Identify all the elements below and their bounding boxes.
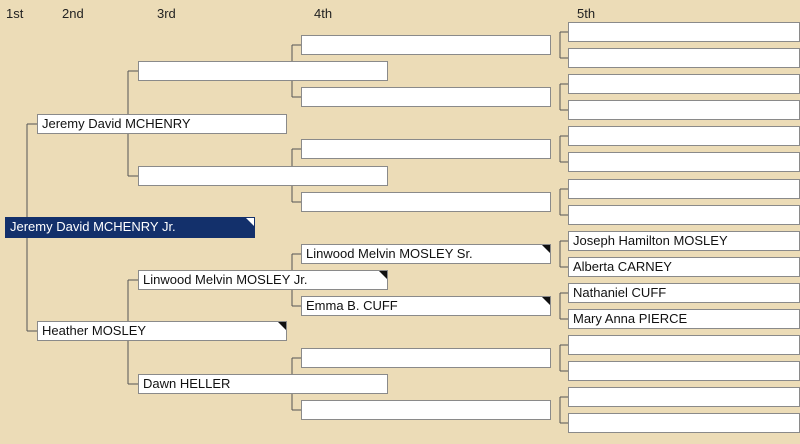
- person-box-gen5-4[interactable]: [568, 100, 800, 120]
- person-box-gen4-1[interactable]: [301, 35, 551, 55]
- person-box-root[interactable]: Jeremy David MCHENRY Jr.: [5, 217, 255, 238]
- expand-corner-icon[interactable]: [542, 245, 550, 253]
- generation-header-1: 1st: [6, 6, 24, 21]
- person-name: Emma B. CUFF: [306, 298, 398, 313]
- person-box-gen4-3[interactable]: [301, 139, 551, 159]
- person-box-gen5-1[interactable]: [568, 22, 800, 42]
- person-box-gen5-6[interactable]: [568, 152, 800, 172]
- person-box-gen3-4[interactable]: Dawn HELLER: [138, 374, 388, 394]
- person-box-gen3-2[interactable]: [138, 166, 388, 186]
- person-box-gen5-7[interactable]: [568, 179, 800, 199]
- person-box-gen4-6[interactable]: Emma B. CUFF: [301, 296, 551, 316]
- generation-header-4: 4th: [314, 6, 333, 21]
- person-name: Mary Anna PIERCE: [573, 311, 688, 326]
- person-box-gen5-14[interactable]: [568, 361, 800, 381]
- person-name: Jeremy David MCHENRY: [42, 116, 191, 131]
- person-box-gen4-7[interactable]: [301, 348, 551, 368]
- person-box-gen4-5[interactable]: Linwood Melvin MOSLEY Sr.: [301, 244, 551, 264]
- generation-header-2: 2nd: [62, 6, 84, 21]
- person-box-gen5-5[interactable]: [568, 126, 800, 146]
- expand-corner-icon[interactable]: [542, 297, 550, 305]
- person-box-mother[interactable]: Heather MOSLEY: [37, 321, 287, 341]
- person-name: Dawn HELLER: [143, 376, 231, 391]
- expand-corner-icon[interactable]: [379, 271, 387, 279]
- person-box-gen5-9[interactable]: Joseph Hamilton MOSLEY: [568, 231, 800, 251]
- person-box-gen5-3[interactable]: [568, 74, 800, 94]
- person-name: Jeremy David MCHENRY Jr.: [10, 219, 176, 234]
- person-name: Nathaniel CUFF: [573, 285, 667, 300]
- person-box-gen5-8[interactable]: [568, 205, 800, 225]
- person-box-father[interactable]: Jeremy David MCHENRY: [37, 114, 287, 134]
- generation-header-3: 3rd: [157, 6, 176, 21]
- person-box-gen3-3[interactable]: Linwood Melvin MOSLEY Jr.: [138, 270, 388, 290]
- person-name: Heather MOSLEY: [42, 323, 147, 338]
- person-box-gen5-12[interactable]: Mary Anna PIERCE: [568, 309, 800, 329]
- person-name: Linwood Melvin MOSLEY Jr.: [143, 272, 308, 287]
- person-box-gen5-10[interactable]: Alberta CARNEY: [568, 257, 800, 277]
- person-box-gen5-13[interactable]: [568, 335, 800, 355]
- person-box-gen5-2[interactable]: [568, 48, 800, 68]
- person-box-gen4-8[interactable]: [301, 400, 551, 420]
- expand-corner-icon[interactable]: [246, 218, 254, 226]
- person-box-gen4-4[interactable]: [301, 192, 551, 212]
- generation-header-5: 5th: [577, 6, 596, 21]
- person-box-gen5-15[interactable]: [568, 387, 800, 407]
- person-box-gen4-2[interactable]: [301, 87, 551, 107]
- person-box-gen5-11[interactable]: Nathaniel CUFF: [568, 283, 800, 303]
- person-name: Alberta CARNEY: [573, 259, 672, 274]
- person-box-gen5-16[interactable]: [568, 413, 800, 433]
- person-box-gen3-1[interactable]: [138, 61, 388, 81]
- expand-corner-icon[interactable]: [278, 322, 286, 330]
- person-name: Linwood Melvin MOSLEY Sr.: [306, 246, 473, 261]
- person-name: Joseph Hamilton MOSLEY: [573, 233, 728, 248]
